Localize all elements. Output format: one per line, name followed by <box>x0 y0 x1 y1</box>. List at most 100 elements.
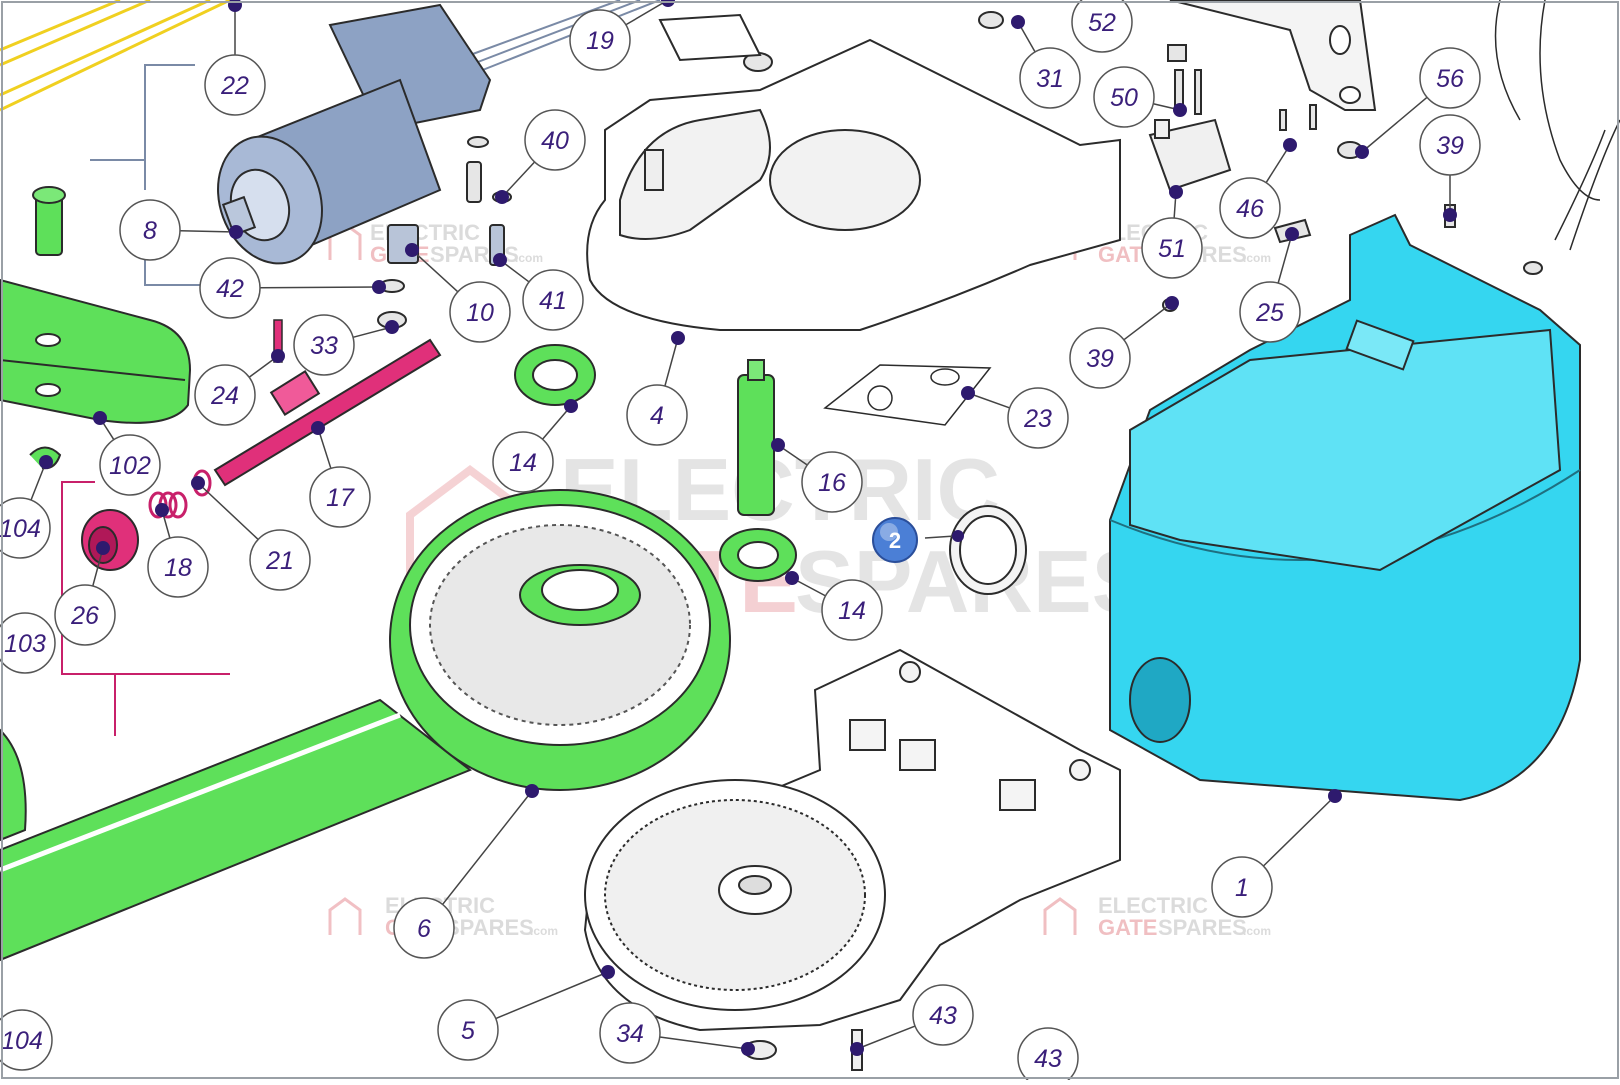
dot-c43a <box>850 1042 864 1056</box>
callout-c21[interactable]: 21 <box>250 530 310 590</box>
dot-c46 <box>1283 138 1297 152</box>
callout-label-c34: 34 <box>616 1020 644 1048</box>
callout-c46[interactable]: 46 <box>1220 178 1280 238</box>
callout-c23[interactable]: 23 <box>1008 388 1068 448</box>
part-bottom-hardware <box>744 1030 862 1070</box>
callout-c41[interactable]: 41 <box>523 270 583 330</box>
part-102-plate <box>0 280 190 423</box>
callout-label-c56: 56 <box>1436 65 1464 93</box>
callout-c17[interactable]: 17 <box>310 467 370 527</box>
leader-c4 <box>665 338 678 386</box>
dot-c19 <box>661 0 675 7</box>
callout-c39a[interactable]: 39 <box>1420 115 1480 175</box>
dot-c31 <box>1011 15 1025 29</box>
callout-label-c50: 50 <box>1110 84 1138 112</box>
callout-label-c31: 31 <box>1036 65 1064 93</box>
dot-c21 <box>191 476 205 490</box>
part-cables-yellow <box>0 0 230 110</box>
leader-c43a <box>857 1026 915 1049</box>
callout-label-c102: 102 <box>109 452 151 480</box>
watermark-small-3-suffix: .com <box>530 924 558 938</box>
callout-c42[interactable]: 42 <box>200 258 260 318</box>
callout-label-c51: 51 <box>1158 235 1186 263</box>
callout-c26[interactable]: 26 <box>55 585 115 645</box>
callout-c14a[interactable]: 14 <box>493 432 553 492</box>
callout-c50[interactable]: 50 <box>1094 67 1154 127</box>
leader-c8 <box>180 231 236 232</box>
dot-c23 <box>961 386 975 400</box>
dot-c6 <box>525 784 539 798</box>
callout-label-c25: 25 <box>1255 299 1284 327</box>
dot-c33 <box>385 320 399 334</box>
part-51-terminal <box>1150 120 1230 190</box>
callout-c25[interactable]: 25 <box>1240 282 1300 342</box>
callout-c16[interactable]: 16 <box>802 452 862 512</box>
callout-c31[interactable]: 31 <box>1020 48 1080 108</box>
badge-2[interactable]: 2 <box>873 518 917 562</box>
callout-c51[interactable]: 51 <box>1142 218 1202 278</box>
callout-c24[interactable]: 24 <box>195 365 255 425</box>
dot-c39b <box>1165 296 1179 310</box>
callout-c33[interactable]: 33 <box>294 315 354 375</box>
watermark-small-1-suffix: .com <box>515 251 543 265</box>
badge-2-dot <box>952 530 964 542</box>
badge-2-label: 2 <box>889 528 901 553</box>
callout-c22[interactable]: 22 <box>205 55 265 115</box>
dot-c39a <box>1443 208 1457 222</box>
leader-c21 <box>198 483 258 539</box>
callout-c56[interactable]: 56 <box>1420 48 1480 108</box>
callout-c14b[interactable]: 14 <box>822 580 882 640</box>
dot-c50 <box>1173 103 1187 117</box>
dot-c4 <box>671 331 685 345</box>
callout-label-c17: 17 <box>326 484 355 512</box>
callout-c43b[interactable]: 43 <box>1018 1028 1078 1080</box>
callout-c40[interactable]: 40 <box>525 110 585 170</box>
callout-c1[interactable]: 1 <box>1212 857 1272 917</box>
callout-c5[interactable]: 5 <box>438 1000 498 1060</box>
callout-c102[interactable]: 102 <box>100 435 160 495</box>
callout-label-c42: 42 <box>216 275 244 303</box>
leader-c34 <box>660 1037 748 1049</box>
part-green-pin <box>33 187 65 255</box>
callout-c103[interactable]: 103 <box>0 613 55 673</box>
dot-c8 <box>229 225 243 239</box>
callout-c43a[interactable]: 43 <box>913 985 973 1045</box>
callout-c52[interactable]: 52 <box>1072 0 1132 52</box>
callout-label-c14a: 14 <box>509 449 537 477</box>
watermark-small-4-line2a: GATE <box>1098 915 1157 940</box>
callout-c18[interactable]: 18 <box>148 537 208 597</box>
callout-label-c103: 103 <box>4 630 46 658</box>
dot-c24 <box>271 349 285 363</box>
callout-label-c33: 33 <box>310 332 338 360</box>
leader-c40 <box>502 162 535 197</box>
callout-label-c14b: 14 <box>838 597 866 625</box>
callout-label-c104a: 104 <box>0 515 41 543</box>
dot-c14b <box>785 571 799 585</box>
callout-label-c41: 41 <box>539 287 567 315</box>
callout-c104b[interactable]: 104 <box>0 1010 52 1070</box>
callout-c19[interactable]: 19 <box>570 10 630 70</box>
callout-label-c1: 1 <box>1235 874 1249 902</box>
callout-c39b[interactable]: 39 <box>1070 328 1130 388</box>
callout-c8[interactable]: 8 <box>120 200 180 260</box>
dot-c41 <box>493 253 507 267</box>
callout-label-c5: 5 <box>461 1017 475 1045</box>
dot-c5 <box>601 965 615 979</box>
callout-label-c40: 40 <box>541 127 569 155</box>
part-1-cover <box>1110 215 1580 800</box>
part-14-bearing-upper <box>515 345 595 405</box>
callout-c6[interactable]: 6 <box>394 898 454 958</box>
dot-c102 <box>93 411 107 425</box>
dot-c16 <box>771 438 785 452</box>
dot-c56 <box>1355 145 1369 159</box>
callout-label-c19: 19 <box>586 27 614 55</box>
callout-label-c43b: 43 <box>1034 1045 1062 1073</box>
callout-c34[interactable]: 34 <box>600 1003 660 1063</box>
dot-c14a <box>564 399 578 413</box>
callout-c4[interactable]: 4 <box>627 385 687 445</box>
dot-c40 <box>495 190 509 204</box>
callout-c10[interactable]: 10 <box>450 282 510 342</box>
callout-c104a[interactable]: 104 <box>0 498 50 558</box>
